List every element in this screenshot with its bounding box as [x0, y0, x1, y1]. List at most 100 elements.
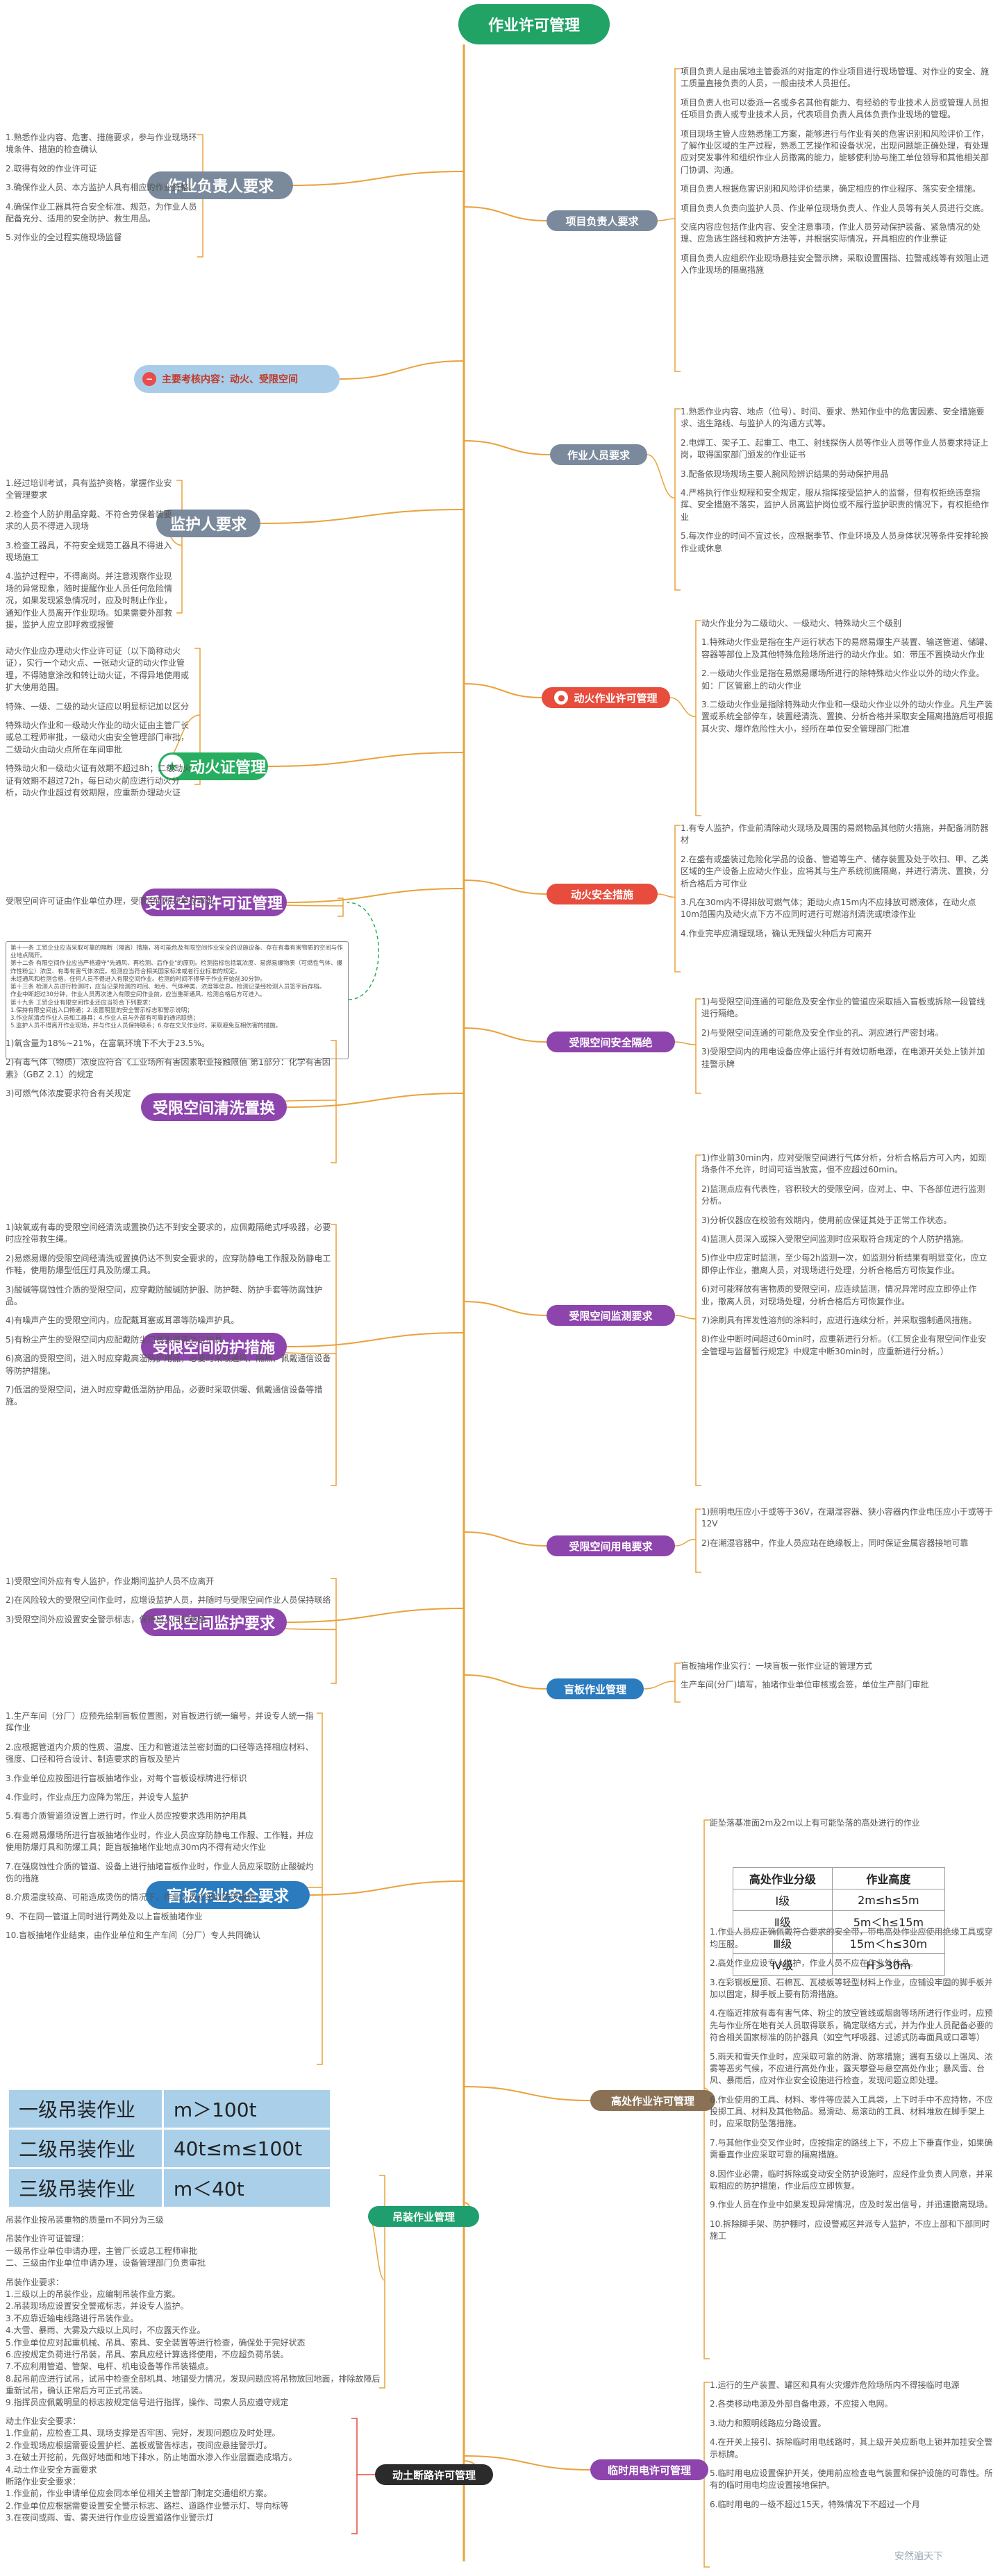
leaf-item: 5.有毒介质管道须设置上进行时，作业人员应按要求选用防护用具 [6, 1811, 247, 1821]
leaf-dhxk: 动火作业分为二级动火、一级动火、特殊动火三个级别 1.特殊动火作业是指在生产运行状… [701, 618, 993, 735]
leaf-item: 4.作业时，作业点压力应降为常压，并设专人监护 [6, 1792, 189, 1802]
leaf-item: 3.确保作业人员、本方监护人具有相应的作业资格。 [6, 183, 197, 193]
leaf-item: 距坠落基准面2m及2m以上有可能坠落的高处进行的作业 [710, 1818, 920, 1828]
branch-label: 临时用电许可管理 [607, 2464, 691, 2477]
branch-label: 受限空间防护措施 [152, 1340, 275, 1357]
branch-zyry[interactable]: 作业人员要求 [550, 444, 647, 465]
table-cell: Ⅳ级 [733, 1953, 833, 1976]
table-cell: 5m＜h≤15m [831, 1910, 946, 1933]
leaf-item: 8.因作业必需，临时拆除或变动安全防护设施时，应经作业负责人同意，并采取相应的防… [710, 2169, 993, 2191]
branch-label: 盲板作业管理 [563, 1683, 626, 1696]
table-cell: 40t≤m≤100t [161, 2128, 333, 2169]
table-cell: 15m＜h≤30m [831, 1932, 946, 1954]
leaf-sxgl: 1)与受限空间连通的可能危及安全作业的管道应采取插入盲板或拆除一段管线进行隔绝。… [701, 996, 993, 1070]
leaf-dtdl: 动土作业安全要求： 1.作业前，应检查工具、现场支撑是否牢固、完好，发现问题应及… [6, 2416, 353, 2525]
branch-mbaq[interactable]: 盲板作业安全要求 [146, 1881, 310, 1909]
leaf-item: 6)对可能释放有害物质的受限空间，应连续监测，情况异常时应立即停止作业，撤离人员… [701, 1284, 977, 1306]
highlight-text: 主要考核内容：动火、受限空间 [162, 374, 298, 385]
regulation-text: 未经通风和检测合格，任何人员不得进入有限空间作业。检测的时间不得早于作业开始前3… [10, 975, 266, 983]
branch-xmfz[interactable]: 项目负责人要求 [547, 210, 658, 231]
leaf-item: 9、不在同一管道上同时进行两处及以上盲板抽堵作业 [6, 1911, 203, 1921]
leaf-item: 受限空间许可证由作业单位办理，受限空间所在单位审批 [6, 896, 215, 906]
table-cell: H＞30m [831, 1953, 946, 1976]
branch-sxjc[interactable]: 受限空间监测要求 [547, 1305, 675, 1326]
leaf-item: 2)在潮湿容器中，作业人员应站在绝缘板上，同时保证金属容器接地可靠 [701, 1538, 969, 1548]
leaf-item: 6.在易燃易爆场所进行盲板抽堵作业时，作业人员应穿防静电工作服、工作鞋，并应使用… [6, 1830, 314, 1853]
leaf-item: 2.取得有效的作业许可证 [6, 163, 97, 174]
leaf-sxfh: 1)缺氧或有毒的受限空间经清洗或置换仍达不到安全要求的，应佩戴隔绝式呼吸器，必要… [6, 1222, 332, 1408]
branch-label: 受限空间监测要求 [569, 1309, 653, 1322]
branch-sxqx[interactable]: 受限空间清洗置换 [141, 1093, 287, 1121]
leaf-item: 7)低温的受限空间，进入时应穿戴低温防护用品，必要时采取供暖、佩戴通信设备等措施… [6, 1384, 323, 1407]
leaf-item: 1)作业前30min内，应对受限空间进行气体分析，分析合格后方可入内，如现场条件… [701, 1153, 987, 1175]
leaf-item: 5.每次作业的时间不宜过长，应根据季节、作业环境及人员身体状况等条件安排轮换作业… [681, 531, 989, 553]
leaf-item: 3.凡在30m内不得排放可燃气体；距动火点15m内不应排放可燃液体，在动火点10… [681, 897, 976, 920]
leaf-item: 10.盲板抽堵作业结束，由作业单位和生产车间（分厂）专人共同确认 [6, 1930, 261, 1941]
leaf-item: 4.严格执行作业规程和安全规定，服从指挥接受监护人的监督，但有权拒绝违章指挥、安… [681, 487, 990, 522]
root-node[interactable]: 作业许可管理 [458, 4, 610, 44]
table-cell: Ⅱ级 [733, 1910, 833, 1933]
branch-mbgl[interactable]: 盲板作业管理 [547, 1678, 644, 1699]
branch-sxfh[interactable]: 受限空间防护措施 [141, 1333, 287, 1361]
leaf-item: 盲板抽堵作业实行：一块盲板一张作业证的管理方式 [681, 1661, 873, 1671]
branch-dhcs[interactable]: 动火安全措施 [547, 884, 658, 904]
leaf-item: 9.作业人员在作业中如果发现异常情况，应及时发出信号，并迅速撤离现场。 [710, 2200, 993, 2210]
branch-sxyd[interactable]: 受限空间用电要求 [547, 1535, 675, 1556]
table-cell: 一级吊装作业 [7, 2088, 164, 2130]
leaf-item: 交底内容应包括作业内容、安全注意事项，作业人员劳动保护装备、紧急情况的处理、应急… [681, 221, 981, 244]
leaf-item: 8.介质温度较高、可能造成烫伤的情况下，作业人员应采取防烫措施 [6, 1892, 256, 1903]
branch-label: 受限空间安全隔绝 [569, 1036, 653, 1049]
branch-dtdl[interactable]: 动土断路许可管理 [375, 2464, 493, 2485]
branch-dhz[interactable]: ★动火证管理 [158, 752, 268, 780]
branch-sxgl[interactable]: 受限空间安全隔绝 [547, 1032, 675, 1052]
leaf-item: 5)有粉尘产生的受限空间内应配戴防尘口罩眼罩等防尘护具 [6, 1334, 223, 1345]
leaf-item: 项目现场主管人应熟悉施工方案，能够进行与作业有关的危害识别和风险评价工作，了解作… [681, 128, 990, 175]
leaf-item: 吊装作业要求： 1.三级以上的吊装作业，应编制吊装作业方案。 2.吊装现场应设置… [6, 2277, 381, 2408]
leaf-zyry: 1.熟悉作业内容、地点（位号）、时间、要求、熟知作业中的危害因素、安全措施要求、… [681, 406, 993, 555]
leaf-item: 2)与受限空间连通的可能危及安全作业的孔、洞应进行严密封堵。 [701, 1027, 944, 1038]
leaf-item: 3.作业单位应按图进行盲板抽堵作业，对每个盲板设标牌进行标识 [6, 1773, 247, 1783]
branch-gczy[interactable]: 高处作业许可管理 [590, 2090, 715, 2111]
branch-lsyd[interactable]: 临时用电许可管理 [590, 2459, 708, 2480]
leaf-item: 吊装作业许可证管理： 一级吊作业单位申请办理，主管厂长或总工程师审批 二、三级由… [6, 2234, 206, 2268]
leaf-sxyd: 1)照明电压应小于或等于36V，在潮湿容器、狭小容器内作业电压应小于或等于12V… [701, 1506, 993, 1549]
leaf-sxqx: 1)氧含量为18%~21%，在富氧环境下不大于23.5%。2)有毒气体（物质）浓… [6, 1038, 332, 1100]
leaf-item: 5)作业中应定时监测，至少每2h监测一次，如监测分析结果有明显变化，应立即停止作… [701, 1253, 988, 1275]
leaf-item: 8)作业中断时间超过60min时，应重新进行分析。（《工贸企业有限空间作业安全管… [701, 1334, 987, 1356]
leaf-item: 6.临时用电的一级不超过15天，特殊情况下不超过一个月 [710, 2499, 920, 2509]
leaf-item: 7.与其他作业交叉作业时，应按指定的路线上下，不应上下垂直作业，如果确需垂直作业… [710, 2137, 993, 2160]
leaf-item: 特殊动火和一级动火证有效期不超过8h；二级动火证有效期不超过72h，每日动火前应… [6, 764, 192, 798]
leaf-item: 6.作业使用的工具、材料、零件等应装入工具袋，上下时手中不应持物，不应投掷工具、… [710, 2094, 993, 2129]
table-header: 高处作业分级作业高度 [733, 1867, 946, 1889]
leaf-item: 动火作业分为二级动火、一级动火、特殊动火三个级别 [701, 618, 902, 628]
table-cell: 2m≤h≤5m [831, 1889, 946, 1911]
branch-sxkjz[interactable]: 受限空间许可证管理 [141, 889, 287, 916]
leaf-item: 特殊动火作业和一级动火作业的动火证由主管厂长或总工程师审批，一级动火由安全管理部… [6, 720, 190, 755]
branch-zyfz[interactable]: 作业负责人要求 [147, 171, 293, 199]
branch-label: 作业人员要求 [567, 448, 630, 462]
fire-icon: ● [554, 691, 569, 705]
leaf-mbgl: 盲板抽堵作业实行：一块盲板一张作业证的管理方式生产车间(分厂)填写，抽堵作业单位… [681, 1660, 993, 1692]
branch-jhr[interactable]: 监护人要求 [156, 510, 260, 537]
leaf-item: 2.应根据管道内介质的性质、温度、压力和管道法兰密封面的口径等选择相应材料、强度… [6, 1742, 314, 1765]
branch-dzyy[interactable]: 吊装作业管理 [368, 2206, 479, 2227]
branch-label: 动火作业许可管理 [574, 691, 658, 705]
leaf-item: 7)涂刷具有挥发性溶剂的涂料时，应进行连续分析，并采取强制通风措施。 [701, 1315, 977, 1325]
branch-sxjh[interactable]: 受限空间监护要求 [141, 1608, 287, 1636]
leaf-item: 3.动力和照明线路应分路设置。 [710, 2418, 826, 2428]
table-cell: Ⅰ级 [733, 1889, 833, 1911]
leaf-item: 1.特殊动火作业是指在生产运行状态下的易燃易爆生产装置、输送管道、储罐、容器等部… [701, 637, 993, 659]
leaf-item: 1)缺氧或有毒的受限空间经清洗或置换仍达不到安全要求的，应佩戴隔绝式呼吸器，必要… [6, 1222, 331, 1245]
leaf-dzyy: 吊装作业按吊装重物的质量m不同分为三级吊装作业许可证管理： 一级吊作业单位申请办… [6, 2214, 381, 2409]
leaf-item: 项目负责人是由属地主管委派的对指定的作业项目进行现场管理、对作业的安全、施工质量… [681, 67, 990, 89]
table-header-cell: 作业高度 [831, 1867, 946, 1889]
leaf-item: 特殊、一级、二级的动火证应以明显标记加以区分 [6, 701, 190, 712]
branch-dhxk[interactable]: ● 动火作业许可管理 [542, 687, 670, 708]
leaf-item: 1)氧含量为18%~21%，在富氧环境下不大于23.5%。 [6, 1038, 210, 1048]
